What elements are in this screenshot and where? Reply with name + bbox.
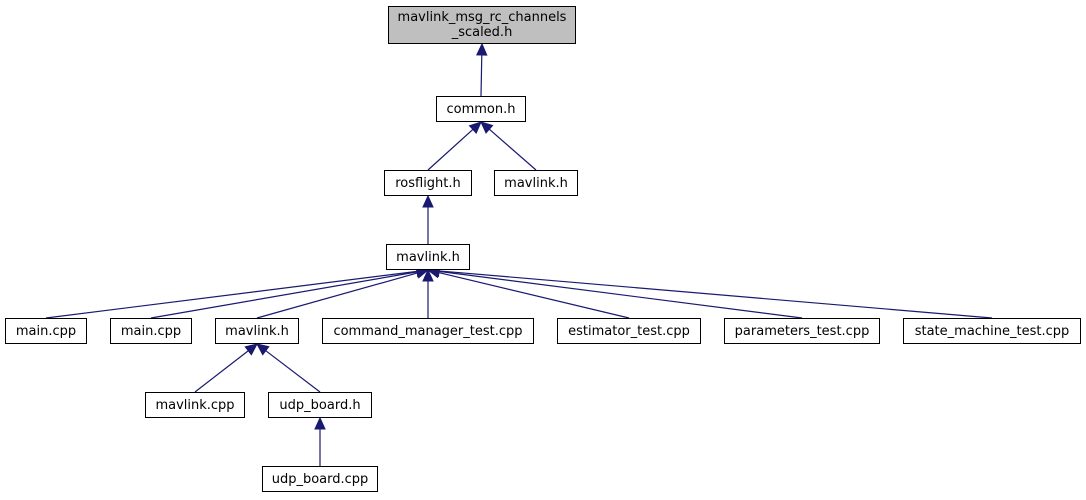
arrowhead-command_manager_test-to-mavlink_center bbox=[422, 268, 434, 282]
arrowhead-common-to-root bbox=[476, 42, 488, 56]
edge-state_machine_test-to-mavlink_center bbox=[438, 270, 993, 319]
node-main-cpp-2[interactable]: main.cpp bbox=[110, 318, 192, 344]
node-label: mavlink.h bbox=[225, 323, 289, 339]
node-mavlink-h-center[interactable]: mavlink.h bbox=[386, 244, 470, 270]
node-label-line1: mavlink_msg_rc_channels bbox=[397, 10, 567, 25]
node-parameters-test-cpp[interactable]: parameters_test.cpp bbox=[724, 318, 880, 344]
node-label: main.cpp bbox=[120, 323, 182, 339]
edge-estimator_test-to-mavlink_center bbox=[438, 271, 630, 319]
arrowhead-rosflight-to-common bbox=[468, 121, 482, 135]
edge-mavlink_sub-to-mavlink_center bbox=[256, 272, 418, 319]
node-label-line2: _scaled.h bbox=[451, 25, 513, 40]
node-label: mavlink.h bbox=[396, 249, 460, 265]
node-rosflight-h[interactable]: rosflight.h bbox=[384, 170, 472, 196]
node-udp-board-cpp[interactable]: udp_board.cpp bbox=[262, 466, 378, 492]
edge-main2-to-mavlink_center bbox=[150, 271, 418, 319]
edge-common-to-root bbox=[480, 54, 483, 97]
node-command-manager-test-cpp[interactable]: command_manager_test.cpp bbox=[322, 318, 534, 344]
node-mavlink-h-right[interactable]: mavlink.h bbox=[494, 170, 578, 196]
edge-main1-to-mavlink_center bbox=[45, 270, 418, 319]
node-label: common.h bbox=[446, 101, 516, 117]
arrowhead-udp_board_cpp-to-udp_board_h bbox=[314, 416, 326, 430]
node-main-cpp-1[interactable]: main.cpp bbox=[5, 318, 87, 344]
node-estimator-test-cpp[interactable]: estimator_test.cpp bbox=[557, 318, 701, 344]
node-label: mavlink.cpp bbox=[155, 397, 235, 413]
edge-mavlink_right-to-common bbox=[488, 128, 537, 171]
arrowhead-mavlink_right-to-common bbox=[480, 121, 494, 134]
node-label: rosflight.h bbox=[395, 175, 461, 191]
node-udp-board-h[interactable]: udp_board.h bbox=[268, 392, 372, 418]
node-label: parameters_test.cpp bbox=[734, 323, 870, 339]
node-label: main.cpp bbox=[15, 323, 77, 339]
node-mavlink-cpp[interactable]: mavlink.cpp bbox=[145, 392, 245, 418]
node-common-h[interactable]: common.h bbox=[436, 96, 526, 122]
node-label: udp_board.h bbox=[279, 397, 361, 413]
arrowhead-mavlink_center-to-rosflight bbox=[422, 194, 434, 208]
arrowhead-udp_board_h-to-mavlink_sub bbox=[256, 343, 270, 356]
edge-parameters_test-to-mavlink_center bbox=[438, 270, 803, 319]
node-label: mavlink.h bbox=[504, 175, 568, 191]
edge-rosflight-to-common bbox=[427, 128, 474, 171]
node-label: estimator_test.cpp bbox=[568, 323, 690, 339]
arrowhead-mavlink_cpp-to-mavlink_sub bbox=[244, 343, 258, 356]
edge-udp_board_h-to-mavlink_sub bbox=[265, 350, 321, 393]
node-mavlink-h-sub[interactable]: mavlink.h bbox=[215, 318, 299, 344]
edge-mavlink_cpp-to-mavlink_sub bbox=[194, 350, 249, 393]
node-label: command_manager_test.cpp bbox=[333, 323, 523, 339]
node-state-machine-test-cpp[interactable]: state_machine_test.cpp bbox=[903, 318, 1081, 344]
node-label: udp_board.cpp bbox=[271, 471, 369, 487]
node-mavlink-msg-rc-channels-scaled-h: mavlink_msg_rc_channels _scaled.h bbox=[388, 6, 576, 44]
node-label: state_machine_test.cpp bbox=[914, 323, 1070, 339]
